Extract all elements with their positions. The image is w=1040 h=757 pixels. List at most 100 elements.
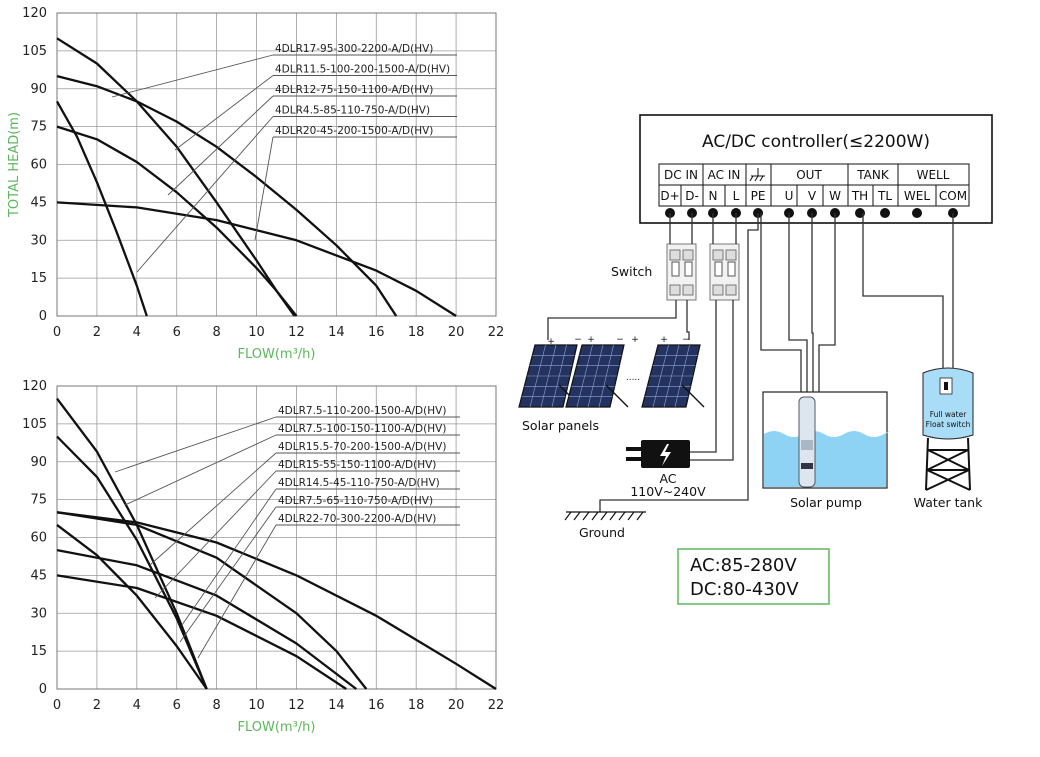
panel-cell-line [652, 344, 669, 408]
y-tick-label: 90 [30, 82, 47, 97]
y-tick-label: 30 [30, 233, 47, 248]
legend-entry: 4DLR22-70-300-2200-A/D(HV) [278, 513, 436, 525]
x-tick-label: 10 [248, 325, 265, 340]
float-label-1: Full water [930, 410, 967, 419]
terminal-label: WEL [904, 189, 930, 203]
x-tick-label: 8 [212, 325, 220, 340]
x-tick-label: 8 [212, 698, 220, 713]
voltage-spec-box [677, 548, 830, 605]
y-tick-label: 0 [39, 309, 47, 324]
legend-entry: 4DLR17-95-300-2200-A/D(HV) [275, 43, 433, 55]
legend-entry: 4DLR11.5-100-200-1500-A/D(HV) [275, 64, 450, 76]
legend-entry: 4DLR7.5-110-200-1500-A/D(HV) [278, 405, 446, 417]
y-tick-label: 45 [30, 568, 47, 583]
legend-entry: 4DLR15.5-70-200-1500-A/D(HV) [278, 441, 446, 453]
y-tick-label: 45 [30, 195, 47, 210]
x-tick-label: 16 [368, 325, 385, 340]
x-tick-label: 20 [448, 698, 465, 713]
panel-cell-line [576, 344, 593, 408]
ac-voltage: 110V~240V [630, 484, 706, 499]
panel-cell-line [529, 344, 546, 408]
switch-dc[interactable] [666, 243, 697, 301]
terminal-block [658, 163, 970, 207]
spec-dc: DC:80-430V [690, 579, 799, 600]
legend-leader-line [114, 416, 277, 473]
terminal-label: COM [939, 189, 967, 203]
legend-leader-line [136, 116, 274, 273]
controller-title: AC/DC controller(≤2200W) [702, 132, 930, 152]
terminal-label: PE [751, 189, 766, 203]
well-pump [762, 391, 890, 489]
solar-panels: − + − + + − + ..... [518, 335, 705, 408]
series-line [56, 435, 208, 690]
panel-cell-line [587, 344, 604, 408]
solar-panel-icon [641, 344, 705, 408]
x-tick-label: 10 [248, 698, 265, 713]
panel-cell-line [663, 344, 680, 408]
x-tick-label: 16 [368, 698, 385, 713]
x-tick-label: 0 [53, 325, 61, 340]
panel-cell-line [551, 344, 567, 408]
y-tick-label: 120 [22, 6, 47, 21]
terminal-label: D- [685, 189, 699, 203]
group-well: WELL [917, 168, 950, 182]
solar-panel-icon [518, 344, 582, 408]
x-tick-label: 6 [173, 698, 181, 713]
legend-leader-line [197, 524, 277, 659]
legend-entry: 4DLR14.5-45-110-750-A/D(HV) [278, 477, 440, 489]
series-line [56, 74, 398, 317]
y-tick-label: 30 [30, 606, 47, 621]
y-tick-label: 105 [22, 44, 47, 59]
group-dc-in: DC IN [664, 168, 698, 182]
terminal-label: V [808, 189, 817, 203]
solar-panel-icon [565, 344, 629, 408]
terminal-label: L [733, 189, 740, 203]
terminal-label: TL [877, 189, 892, 203]
x-tick-label: 12 [288, 325, 305, 340]
group-out: OUT [796, 168, 822, 182]
y-tick-label: 0 [39, 682, 47, 697]
svg-text:+: + [631, 335, 639, 345]
terminal-screw [912, 208, 922, 218]
legend-leader-line [167, 95, 274, 196]
plot-frame [56, 12, 497, 317]
switch-label: Switch [611, 264, 652, 279]
series-line [56, 511, 497, 690]
x-tick-label: 14 [328, 325, 345, 340]
svg-text:+: + [547, 337, 555, 347]
legend-entry: 4DLR7.5-100-150-1100-A/D(HV) [278, 423, 446, 435]
series-line [56, 201, 457, 317]
x-tick-label: 2 [93, 698, 101, 713]
terminal-label: W [829, 189, 841, 203]
legend-entry: 4DLR7.5-65-110-750-A/D(HV) [278, 495, 433, 507]
legend-leader-line [124, 434, 277, 506]
switch-ac[interactable] [709, 243, 740, 301]
svg-text:−: − [574, 335, 582, 345]
terminal-label: N [709, 189, 718, 203]
series-line [56, 511, 368, 690]
panel-stand [681, 384, 705, 408]
legend-leader-line [111, 54, 274, 98]
x-tick-label: 6 [173, 325, 181, 340]
plot-frame [56, 385, 497, 690]
ground-label: Ground [579, 525, 625, 540]
panel-dots: ..... [626, 373, 640, 383]
x-tick-label: 14 [328, 698, 345, 713]
panel-cell-line [540, 344, 557, 408]
panel-stand [605, 384, 629, 408]
legend-leader-line [179, 506, 277, 643]
x-tick-label: 4 [133, 698, 141, 713]
y-tick-label: 15 [30, 644, 47, 659]
legend-leader-line [254, 136, 274, 241]
chart-grid [56, 12, 497, 317]
water-tank [922, 367, 974, 491]
x-tick-label: 18 [408, 698, 425, 713]
series-line [56, 125, 298, 317]
x-tick-label: 22 [488, 325, 505, 340]
x-tick-label: 20 [448, 325, 465, 340]
y-tick-label: 15 [30, 271, 47, 286]
float-label-2: Float switch [926, 420, 971, 429]
x-axis-label: FLOW(m³/h) [238, 720, 316, 735]
terminal-label: U [785, 189, 794, 203]
